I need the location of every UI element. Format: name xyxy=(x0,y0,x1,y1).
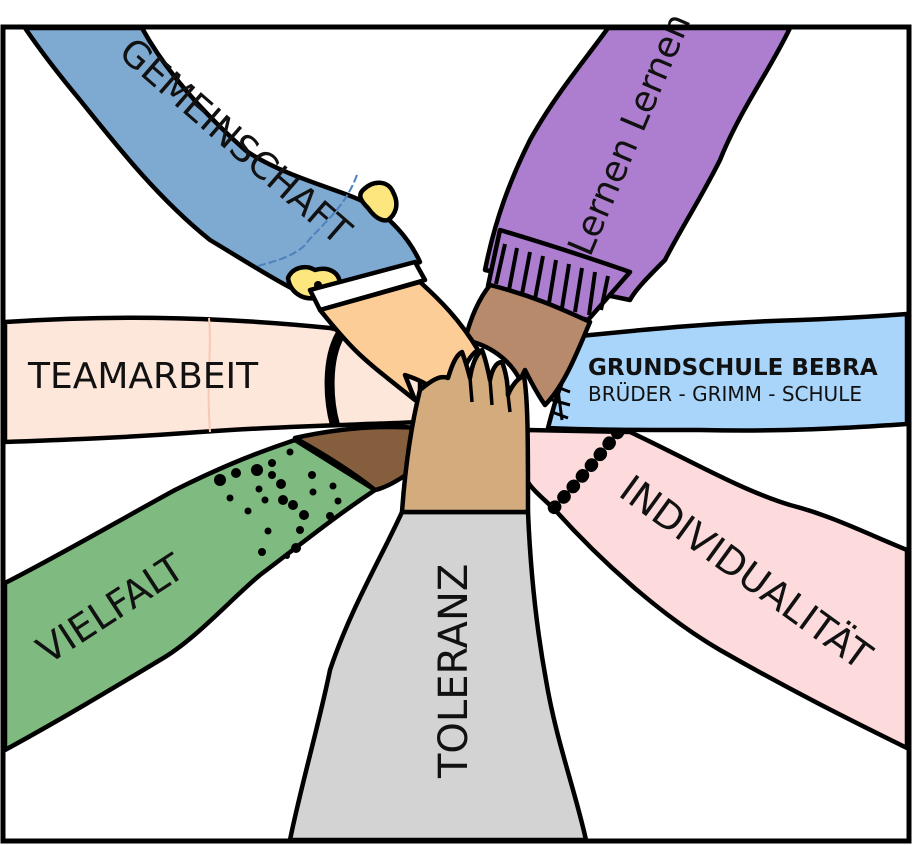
dots-pattern-icon xyxy=(214,448,342,559)
label-toleranz: TOLERANZ xyxy=(431,564,477,779)
watch-band-icon xyxy=(324,332,345,427)
label-teamarbeit: TEAMARBEIT xyxy=(27,356,259,397)
hand-dark-vielfalt xyxy=(292,424,423,493)
hands-stack xyxy=(317,279,593,515)
arm-toleranz: TOLERANZ xyxy=(287,509,589,843)
sleeve-lernen xyxy=(482,25,793,303)
bracelet-icon xyxy=(545,425,625,517)
sleeve-vielfalt xyxy=(2,437,378,753)
arm-teamarbeit: TEAMARBEIT xyxy=(2,315,423,445)
sleeve-schule xyxy=(545,311,910,433)
arm-vielfalt: VIELFALT xyxy=(2,424,423,753)
cuff-white xyxy=(307,259,428,313)
finger-lines xyxy=(468,377,512,413)
sleeve-individualitaet xyxy=(524,427,910,751)
watch-mesh-icon xyxy=(551,374,571,421)
arm-lernen-lernen: Lernen Lernen xyxy=(482,8,793,323)
hand-tan xyxy=(399,347,531,515)
frame-border xyxy=(0,24,912,844)
sleeve-teamarbeit xyxy=(2,315,423,445)
sleeve-seam xyxy=(207,317,211,433)
school-name: GRUNDSCHULE BEBRA xyxy=(588,355,878,381)
school-subtitle: BRÜDER - GRIMM - SCHULE xyxy=(588,382,862,406)
ribbing-lines xyxy=(494,243,610,316)
flower-icon xyxy=(358,180,399,223)
arm-schule: GRUNDSCHULE BEBRA BRÜDER - GRIMM - SCHUL… xyxy=(545,311,910,433)
sleeve-seam xyxy=(257,171,359,267)
